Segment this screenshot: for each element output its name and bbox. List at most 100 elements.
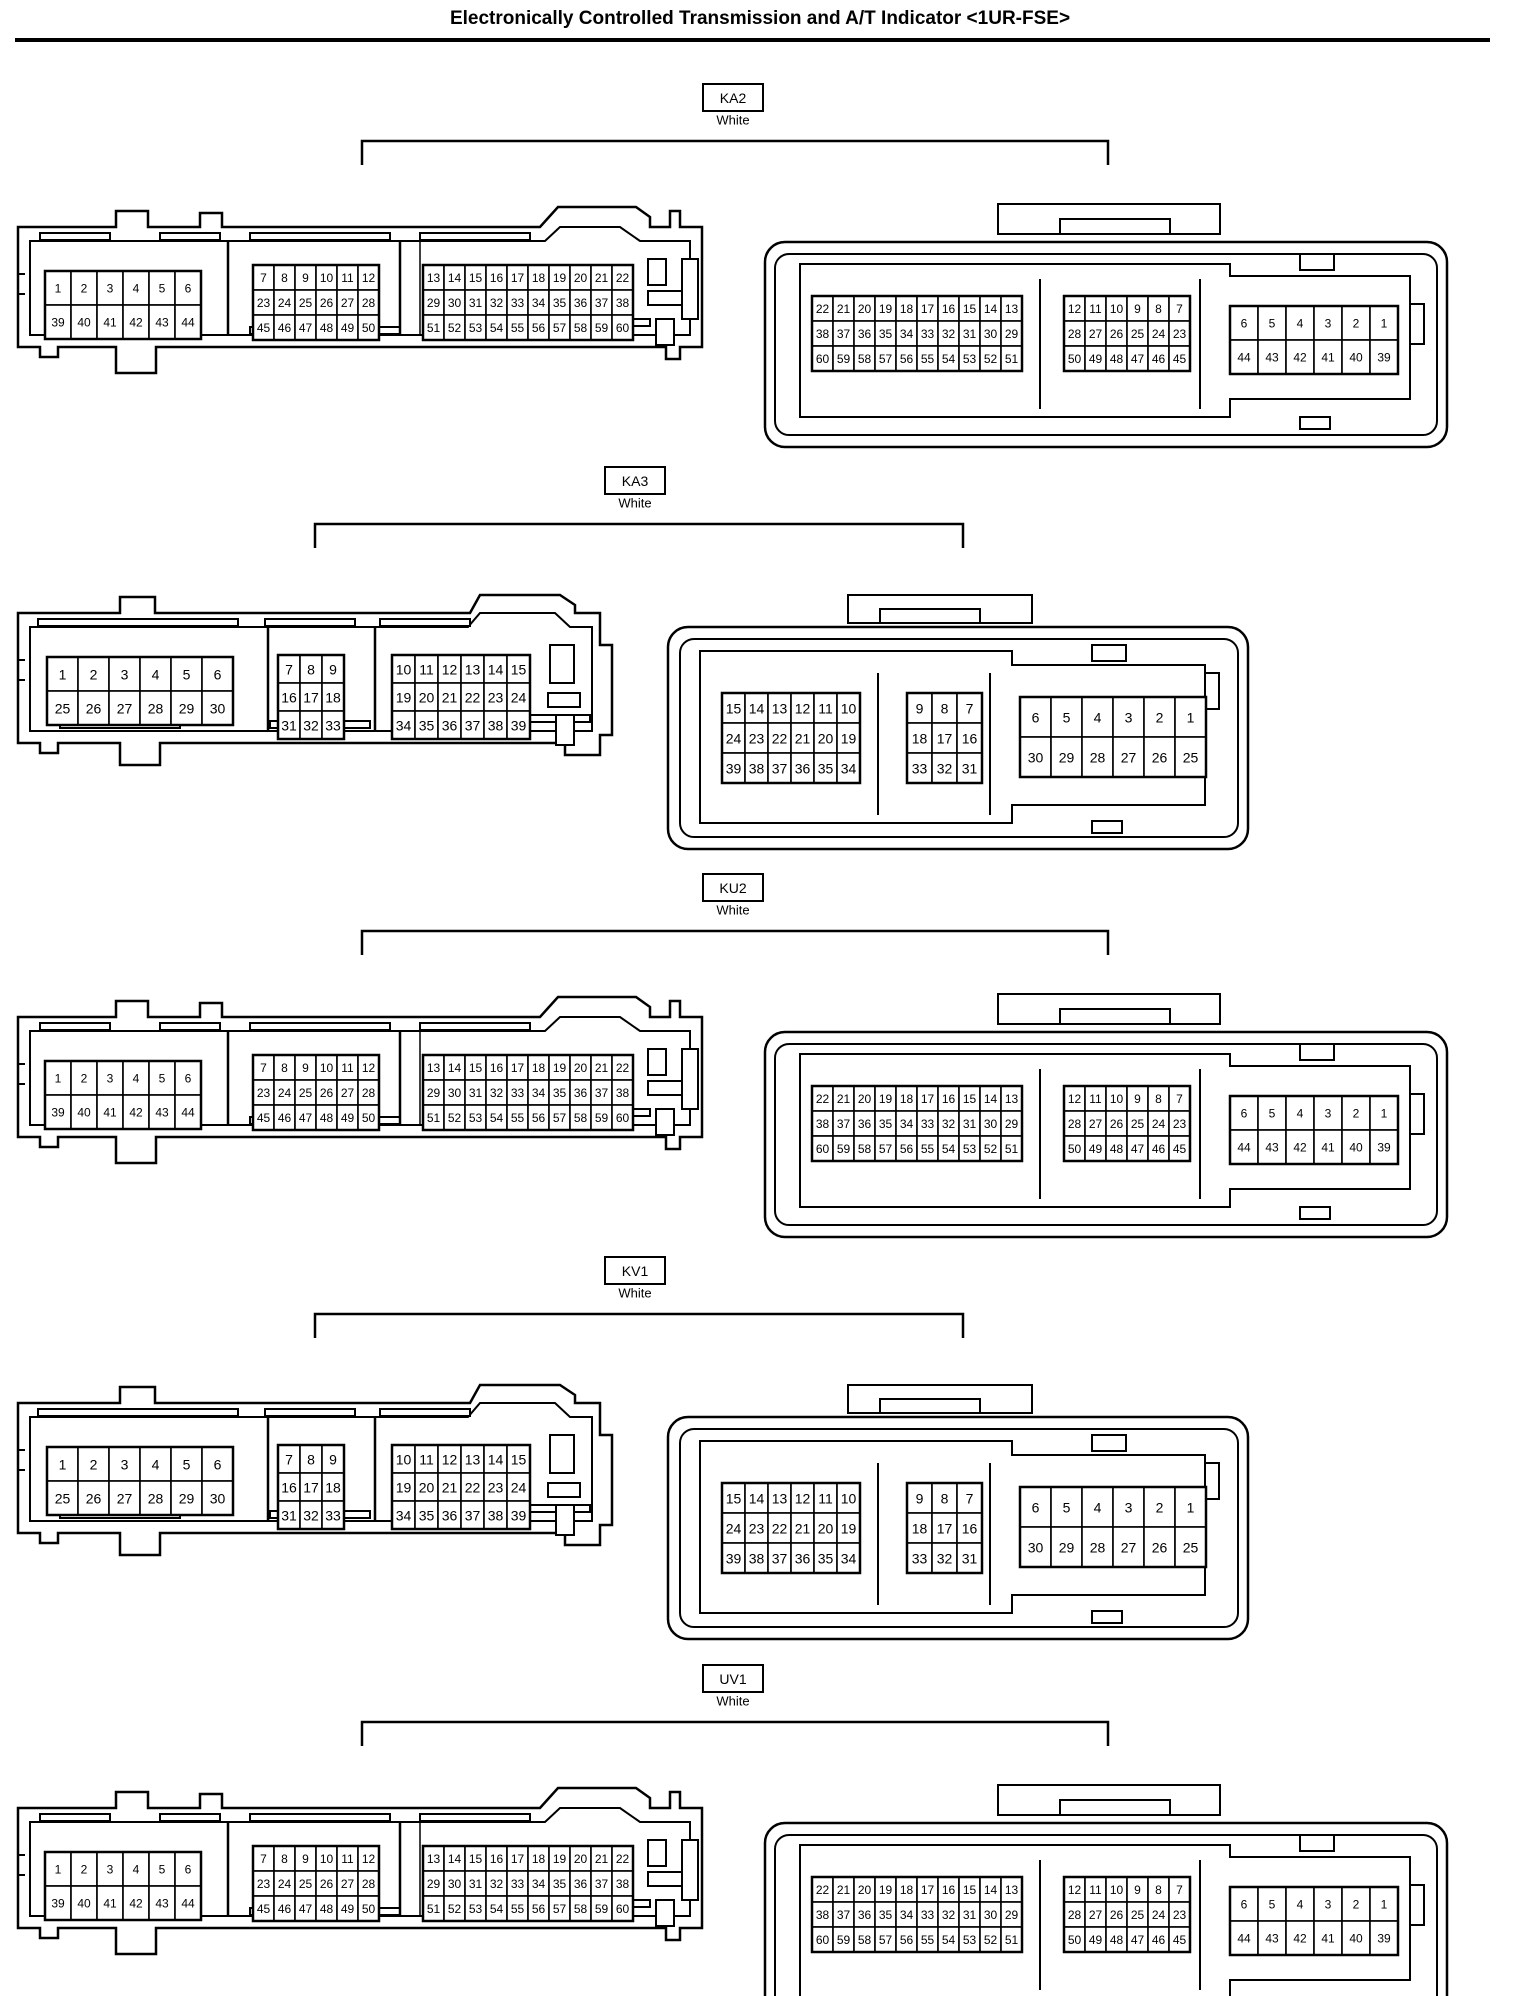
pin-number: 24 xyxy=(278,1086,292,1100)
pin-number: 57 xyxy=(553,1111,567,1125)
housing-rib xyxy=(1091,644,1127,662)
pin-number: 17 xyxy=(921,302,935,316)
pin-number: 17 xyxy=(511,1852,525,1866)
pin-number: 33 xyxy=(912,1551,928,1567)
housing-rib xyxy=(681,1839,699,1901)
pin-number: 1 xyxy=(55,1863,62,1877)
pin-number: 2 xyxy=(81,1863,88,1877)
pin-number: 8 xyxy=(281,1852,288,1866)
pin-number: 53 xyxy=(469,321,483,335)
pin-number: 15 xyxy=(469,1061,483,1075)
pin-number: 45 xyxy=(257,1902,271,1916)
pin-cell xyxy=(1313,339,1343,375)
pin-number: 12 xyxy=(1068,1883,1082,1897)
housing-rib xyxy=(647,1871,683,1887)
pin-number: 16 xyxy=(490,1852,504,1866)
pin-number: 7 xyxy=(966,1491,974,1507)
pin-number: 51 xyxy=(427,321,441,335)
pin-number: 56 xyxy=(900,1933,914,1947)
pin-number: 12 xyxy=(362,1061,376,1075)
pin-number: 49 xyxy=(341,1902,355,1916)
pin-grid-border xyxy=(421,1053,635,1132)
pin-number: 12 xyxy=(442,1452,458,1468)
pin-number: 35 xyxy=(879,1117,893,1131)
pin-number: 30 xyxy=(210,1491,226,1507)
pin-number: 20 xyxy=(419,1480,435,1496)
pin-number: 49 xyxy=(1089,1142,1103,1156)
pin-cell xyxy=(1143,1486,1176,1528)
pin-number: 2 xyxy=(81,282,88,296)
pin-number: 25 xyxy=(1183,750,1199,766)
pin-number: 5 xyxy=(1063,710,1071,726)
connector-label-box xyxy=(702,873,764,902)
pin-number: 29 xyxy=(1005,327,1019,341)
pin-number: 26 xyxy=(86,1491,102,1507)
pin-number: 48 xyxy=(320,1902,334,1916)
pin-number: 37 xyxy=(595,1877,609,1891)
housing-rib xyxy=(549,1434,575,1474)
pin-number: 11 xyxy=(1089,1883,1102,1897)
pin-number: 35 xyxy=(818,761,834,777)
pin-number: 21 xyxy=(837,1883,851,1897)
pin-number: 29 xyxy=(427,296,441,310)
pin-number: 36 xyxy=(442,1508,458,1524)
page-title: Electronically Controlled Transmission a… xyxy=(449,8,1071,29)
pin-number: 6 xyxy=(1032,710,1040,726)
pin-number: 25 xyxy=(299,296,313,310)
pin-number: 11 xyxy=(1089,1092,1102,1106)
pin-number: 13 xyxy=(772,1491,788,1507)
pin-number: 41 xyxy=(103,1897,117,1911)
pin-number: 16 xyxy=(281,690,297,706)
housing-rib xyxy=(647,1048,667,1076)
pin-number: 36 xyxy=(442,718,458,734)
pin-number: 43 xyxy=(155,316,169,330)
connector-color: White xyxy=(716,113,749,128)
pin-number: 18 xyxy=(912,1521,928,1537)
pin-number: 38 xyxy=(749,761,765,777)
pin-grid-border xyxy=(1228,1094,1400,1166)
pin-number: 55 xyxy=(921,352,935,366)
pin-number: 33 xyxy=(511,1877,525,1891)
pin-cell xyxy=(77,1480,110,1516)
pin-number: 17 xyxy=(303,1480,319,1496)
pin-number: 3 xyxy=(1325,1898,1332,1912)
pin-number: 22 xyxy=(816,302,830,316)
housing-rib xyxy=(555,714,575,746)
housing-rib xyxy=(1409,1884,1425,1926)
pin-number: 12 xyxy=(442,662,458,678)
pin-number: 16 xyxy=(942,1883,956,1897)
pin-number: 21 xyxy=(442,1480,458,1496)
housing-outline xyxy=(699,1440,1206,1614)
pin-number: 43 xyxy=(155,1897,169,1911)
pin-number: 2 xyxy=(1156,710,1164,726)
pin-number: 54 xyxy=(490,1902,504,1916)
pin-number: 8 xyxy=(1155,302,1162,316)
pin-number: 32 xyxy=(942,1908,956,1922)
pin-number: 28 xyxy=(362,296,376,310)
pin-cell xyxy=(1081,1486,1114,1528)
pin-number: 31 xyxy=(281,718,297,734)
pin-cell xyxy=(1257,339,1287,375)
pin-number: 21 xyxy=(837,302,851,316)
pin-cell xyxy=(1174,736,1207,778)
pin-number: 44 xyxy=(1237,1932,1251,1946)
pin-number: 56 xyxy=(900,1142,914,1156)
pin-number: 34 xyxy=(841,761,857,777)
pin-number: 30 xyxy=(448,296,462,310)
housing-rib xyxy=(249,232,391,241)
pin-number: 8 xyxy=(281,1061,288,1075)
pin-number: 32 xyxy=(937,761,953,777)
pin-number: 22 xyxy=(772,731,788,747)
bracket-line xyxy=(360,929,1110,955)
pin-number: 57 xyxy=(879,1142,893,1156)
pin-number: 17 xyxy=(511,1061,525,1075)
housing-rib xyxy=(655,1899,675,1927)
pin-number: 35 xyxy=(419,718,435,734)
pin-number: 7 xyxy=(966,701,974,717)
